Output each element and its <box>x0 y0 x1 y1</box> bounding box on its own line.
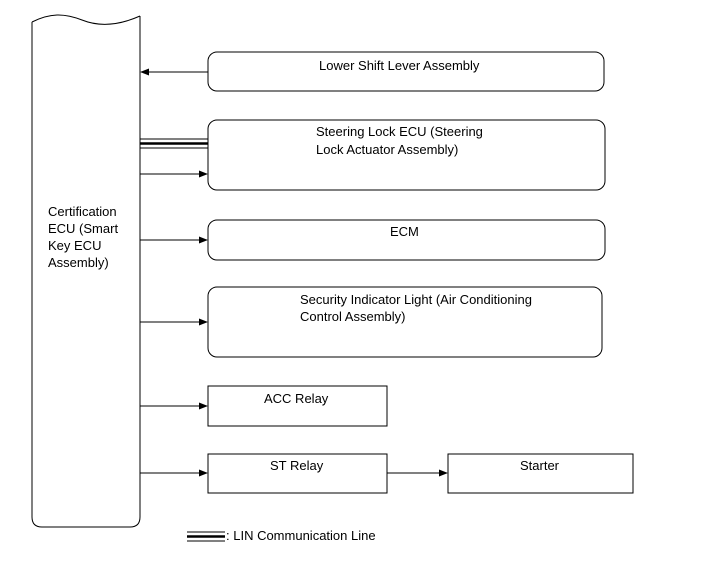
lower-shift-lever-node: Lower Shift Lever Assembly <box>207 51 605 92</box>
connections <box>140 68 448 477</box>
acc-relay-box <box>207 385 388 427</box>
legend: : LIN Communication Line <box>187 528 376 543</box>
certification-ecu-label: Certification ECU (Smart Key ECU Assembl… <box>48 204 122 270</box>
security-indicator-label: Security Indicator Light (Air Conditioni… <box>300 292 536 324</box>
lin-line-ecu-to-steering <box>140 138 208 149</box>
starter-node: Starter <box>447 453 634 494</box>
steering-lock-ecu-label: Steering Lock ECU (Steering Lock Actuato… <box>316 124 487 157</box>
security-indicator-node: Security Indicator Light (Air Conditioni… <box>207 286 603 358</box>
legend-label: : LIN Communication Line <box>226 528 376 543</box>
starter-box <box>447 453 634 494</box>
acc-relay-label: ACC Relay <box>264 391 329 406</box>
steering-lock-ecu-node: Steering Lock ECU (Steering Lock Actuato… <box>207 119 606 191</box>
acc-relay-node: ACC Relay <box>207 385 388 427</box>
ecu-label-line: Certification <box>48 204 117 219</box>
st-relay-label: ST Relay <box>270 458 324 473</box>
st-relay-node: ST Relay <box>207 453 388 494</box>
ecu-label-line: ECU (Smart <box>48 221 118 236</box>
ecm-label: ECM <box>390 224 419 239</box>
certification-ecu-box <box>32 14 158 527</box>
ecu-label-line: Assembly) <box>48 255 109 270</box>
security-indicator-box <box>207 286 603 358</box>
lower-shift-lever-label: Lower Shift Lever Assembly <box>319 58 480 73</box>
starter-label: Starter <box>520 458 560 473</box>
ecm-box <box>207 219 606 261</box>
ecm-node: ECM <box>207 219 606 261</box>
ecu-label-line: Key ECU <box>48 238 101 253</box>
steering-lock-ecu-box <box>207 119 606 191</box>
legend-lin-symbol <box>187 531 225 542</box>
certification-ecu-node: Certification ECU (Smart Key ECU Assembl… <box>31 14 158 528</box>
